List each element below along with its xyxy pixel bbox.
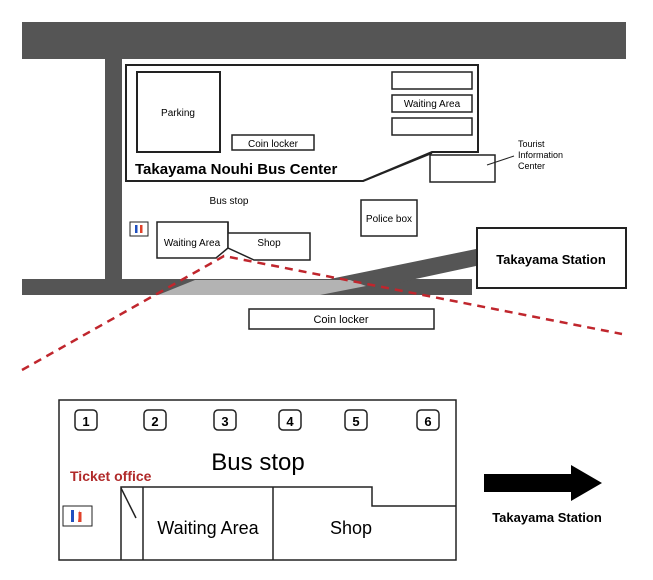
stop-number-5: 5 bbox=[344, 409, 368, 431]
ticket-office-pointer bbox=[120, 487, 137, 519]
left-road bbox=[105, 59, 122, 285]
police-box-label: Police box bbox=[366, 214, 412, 225]
waiting-area-label: Waiting Area bbox=[164, 238, 221, 249]
waiting-area-box bbox=[156, 221, 229, 259]
svg-text:1: 1 bbox=[82, 414, 89, 429]
restroom-icon-detail bbox=[62, 505, 93, 527]
stop-number-1: 1 bbox=[74, 409, 98, 431]
svg-text:5: 5 bbox=[352, 414, 359, 429]
police-box bbox=[360, 199, 418, 237]
tourist-info-line-1: Tourist bbox=[518, 139, 545, 149]
bus-center-title: Takayama Nouhi Bus Center bbox=[135, 161, 337, 178]
building-outline bbox=[120, 486, 456, 560]
svg-text:6: 6 bbox=[424, 414, 431, 429]
stop-number-3: 3 bbox=[213, 409, 237, 431]
stop-number-6: 6 bbox=[416, 409, 440, 431]
stop-number-2: 2 bbox=[143, 409, 167, 431]
svg-text:2: 2 bbox=[151, 414, 158, 429]
waiting-area-right-label: Waiting Area bbox=[404, 99, 461, 110]
top-road bbox=[22, 22, 626, 59]
direction-station-label: Takayama Station bbox=[492, 510, 602, 525]
shop-label-detail: Shop bbox=[330, 518, 372, 538]
takayama-station-label: Takayama Station bbox=[496, 252, 606, 267]
stop-number-4: 4 bbox=[278, 409, 302, 431]
bus-platform bbox=[158, 280, 366, 295]
tourist-info-line-2: Information bbox=[518, 150, 563, 160]
bus-stop-label-top: Bus stop bbox=[210, 196, 249, 207]
waiting-area-right-box bbox=[391, 94, 473, 113]
tourist-info-line-3: Center bbox=[518, 161, 545, 171]
takayama-station-box bbox=[476, 227, 627, 289]
coin-locker-lower bbox=[248, 308, 435, 330]
right-arrow-icon bbox=[484, 465, 602, 501]
detail-frame bbox=[58, 399, 457, 561]
shop-label-top: Shop bbox=[257, 238, 281, 249]
box-top-right-3 bbox=[391, 117, 473, 136]
parking-area bbox=[136, 71, 221, 153]
waiting-area-label-detail: Waiting Area bbox=[157, 518, 259, 538]
svg-text:4: 4 bbox=[286, 414, 294, 429]
coin-locker-upper-label: Coin locker bbox=[248, 139, 299, 150]
ticket-office-label: Ticket office bbox=[70, 468, 152, 484]
coin-locker-lower-label: Coin locker bbox=[313, 314, 368, 326]
station-road bbox=[330, 249, 476, 293]
box-top-right-1 bbox=[391, 71, 473, 90]
bus-stop-label-detail: Bus stop bbox=[211, 449, 304, 476]
coin-locker-upper bbox=[231, 134, 315, 151]
shop-box bbox=[227, 222, 311, 261]
restroom-icon bbox=[129, 221, 149, 237]
zoom-dashed-line bbox=[21, 254, 623, 372]
parking-label: Parking bbox=[161, 108, 195, 119]
tourist-info-box bbox=[429, 154, 496, 183]
svg-text:3: 3 bbox=[221, 414, 228, 429]
